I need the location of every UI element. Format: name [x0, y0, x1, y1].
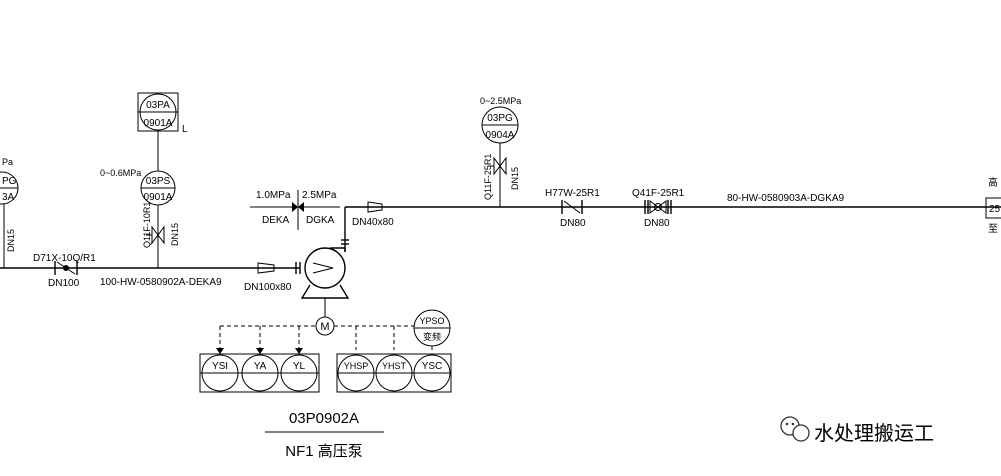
pump-base [300, 284, 350, 299]
pressure-class-c1: DEKA [262, 215, 290, 226]
pressure-switch-tag-top: 03PS [146, 176, 171, 187]
pressure-alarm-tag-bottom: 0901A [144, 118, 173, 129]
ball-valve-size: DN80 [644, 218, 670, 229]
signal-drops [216, 326, 433, 354]
suction-root-valve: Q11F-10R1 DN15 [142, 202, 180, 248]
suction-reducer: DN100x80 [244, 262, 301, 293]
left-pressure-gauge: Pa PG 3A DN15 [0, 157, 19, 268]
signal-group-left: YSI YA YL [199, 353, 320, 393]
left-gauge-tag-top: PG [2, 176, 17, 187]
discharge-gauge-tag-bottom: 0904A [486, 130, 515, 141]
pressure-alarm-level: L [182, 124, 188, 135]
signal-arrow-yl [295, 348, 303, 354]
check-valve-left: D71X-10Q/R1 DN100 [33, 253, 96, 289]
discharge-gauge-tag-top: 03PG [487, 113, 513, 124]
check-valve-left-model: D71X-10Q/R1 [33, 253, 96, 264]
discharge-line-spec: 80-HW-0580903A-DGKA9 [727, 193, 845, 204]
left-gauge-size: DN15 [6, 229, 16, 252]
watermark-text: 水处理搬运工 [814, 422, 934, 445]
discharge-reducer: DN40x80 [352, 201, 394, 228]
suction-root-valve-model: Q11F-10R1 [142, 202, 152, 248]
suction-root-valve-size: DN15 [170, 223, 180, 246]
signal-tag-ya: YA [254, 361, 267, 372]
suction-reducer-body [257, 262, 275, 274]
pressure-class-arrow-right [298, 202, 304, 212]
discharge-root-valve-model: Q11F-25R1 [483, 154, 493, 200]
pressure-class-arrow-left [292, 202, 298, 212]
suction-reducer-size: DN100x80 [244, 282, 292, 293]
signal-tag-ysc: YSC [422, 361, 443, 372]
pump-tag: 03P0902A [289, 410, 359, 427]
discharge-root-valve: Q11F-25R1 DN15 [483, 154, 520, 200]
pressure-alarm-tag-top: 03PA [146, 100, 170, 111]
pressure-class-break: 1.0MPa 2.5MPa DEKA DGKA [250, 190, 340, 230]
vfd-tag-top: YPSO [419, 316, 444, 326]
check-valve-right-model: H77W-25R1 [545, 188, 600, 199]
pressure-alarm: 03PA 0901A L [137, 92, 188, 135]
discharge-root-valve-size: DN15 [510, 167, 520, 190]
discharge-reducer-size: DN40x80 [352, 217, 394, 228]
pump-discharge-nozzle [330, 247, 346, 252]
ball-valve-ball [654, 203, 662, 211]
vfd-instrument: YPSO 变频 [413, 309, 451, 347]
pressure-switch-range: 0~0.6MPa [100, 168, 141, 178]
pressure-switch-tag-bottom: 0901A [144, 192, 173, 203]
ball-valve: Q41F-25R1 DN80 [632, 188, 685, 229]
wechat-icon-eye-1 [785, 422, 789, 426]
discharge-reducer-body [367, 201, 383, 213]
signal-arrow-ya [256, 348, 264, 354]
discharge-gauge-range: 0~2.5MPa [480, 96, 521, 106]
signal-tag-yhst: YHST [382, 361, 407, 371]
discharge-root-valve-body [493, 156, 507, 176]
check-valve-right: H77W-25R1 DN80 [545, 188, 600, 229]
check-valve-left-size: DN100 [48, 278, 80, 289]
pump-name: NF1 高压泵 [285, 443, 363, 460]
vfd-tag-bottom: 变频 [423, 331, 441, 342]
pump-impeller-mark [312, 262, 334, 274]
right-edge-box [985, 197, 1001, 219]
suction-root-valve-body [151, 225, 165, 245]
pump [300, 247, 350, 299]
wechat-icon-bubble-b [792, 424, 810, 442]
ball-valve-model: Q41F-25R1 [632, 188, 685, 199]
right-edge-text-1: 高 [988, 176, 998, 189]
motor-label: M [320, 321, 329, 333]
signal-arrow-ysi [216, 348, 224, 354]
left-gauge-tag-bottom: 3A [2, 192, 15, 203]
right-edge-connector: 高 25 至 [985, 176, 1001, 235]
discharge-pressure-gauge: 0~2.5MPa 03PG 0904A [480, 96, 521, 144]
check-valve-right-size: DN80 [560, 218, 586, 229]
right-edge-text-2: 25 [989, 204, 1001, 215]
check-valve-right-body [563, 200, 581, 214]
signal-tag-yl: YL [293, 361, 306, 372]
signal-tag-ysi: YSI [212, 361, 228, 372]
pressure-class-c2: DGKA [306, 215, 335, 226]
check-valve-left-disc [63, 265, 69, 271]
wechat-icon-eye-2 [791, 422, 795, 426]
signal-tag-yhsp: YHSP [344, 361, 369, 371]
watermark: 水处理搬运工 [780, 416, 934, 445]
signal-group-right: YHSP YHST YSC [336, 353, 452, 393]
pressure-class-p1: 1.0MPa [256, 190, 291, 201]
suction-line-spec: 100-HW-0580902A-DEKA9 [100, 277, 222, 288]
left-gauge-range: Pa [2, 157, 13, 167]
pressure-class-p2: 2.5MPa [302, 190, 337, 201]
pump-casing [304, 247, 346, 289]
pressure-switch: 0~0.6MPa 03PS 0901A [100, 168, 176, 206]
motor: M [315, 316, 335, 336]
right-edge-text-3: 至 [988, 223, 998, 235]
